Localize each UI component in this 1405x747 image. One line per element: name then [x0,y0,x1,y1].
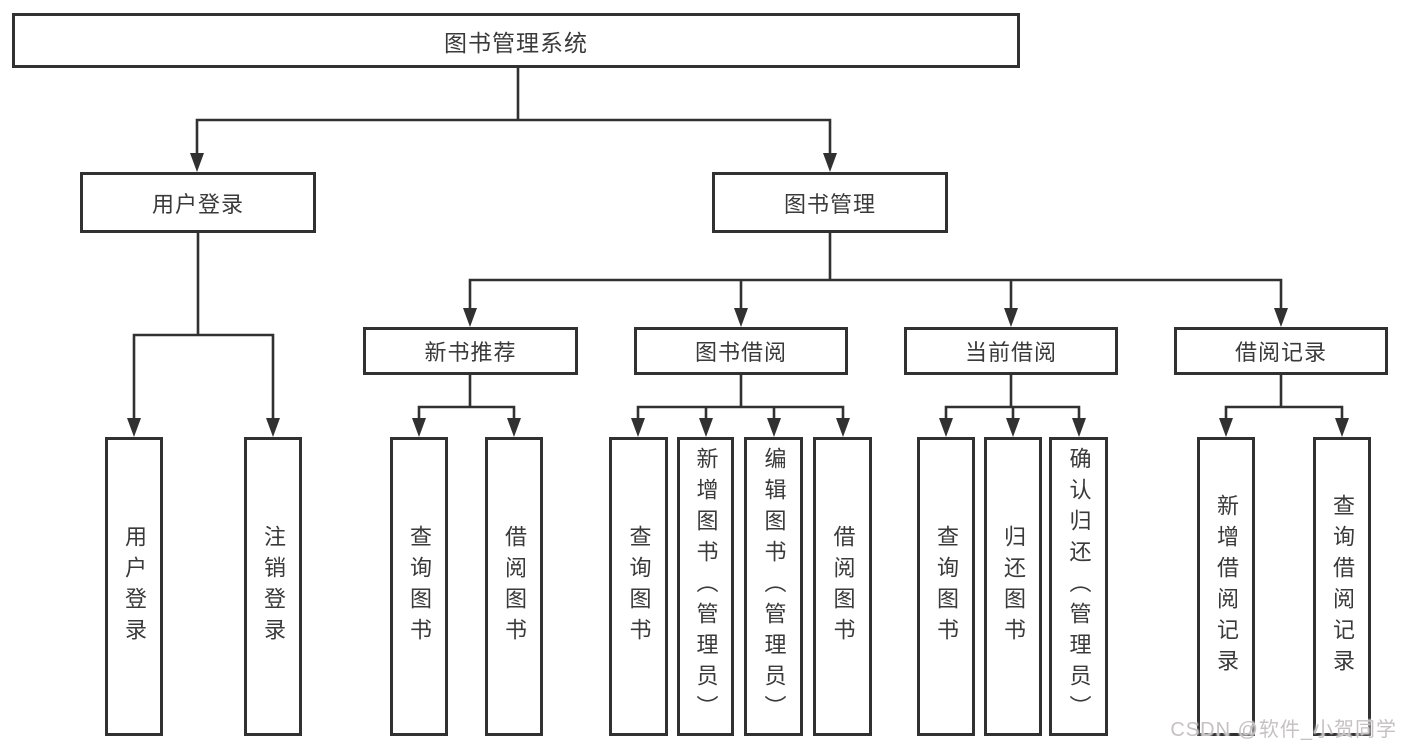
leaf-borrow-books-1: 借阅图书 [485,437,543,736]
leaf-add-books-admin: 新增图书（管理员） [677,437,734,736]
node-user-login: 用户登录 [80,172,316,233]
csdn-watermark: CSDN @软件_小贺同学 [1170,719,1397,741]
node-root: 图书管理系统 [12,13,1020,68]
node-book-management: 图书管理 [712,172,948,233]
leaf-user-login: 用户登录 [105,437,163,736]
leaf-logout: 注销登录 [244,437,302,736]
node-current-borrowing: 当前借阅 [904,327,1118,375]
leaf-query-books-2: 查询图书 [609,437,668,736]
leaf-query-borrow-record: 查询借阅记录 [1313,437,1371,736]
leaf-return-books: 归还图书 [984,437,1042,736]
leaf-confirm-return-admin: 确认归还（管理员） [1049,437,1108,736]
node-borrowing-records: 借阅记录 [1174,327,1388,375]
leaf-query-books-3: 查询图书 [917,437,975,736]
leaf-borrow-books-2: 借阅图书 [813,437,872,736]
node-new-book-recommend: 新书推荐 [363,327,578,375]
leaf-edit-books-admin: 编辑图书（管理员） [744,437,803,736]
node-book-borrowing: 图书借阅 [634,327,848,375]
leaf-add-borrow-record: 新增借阅记录 [1197,437,1255,736]
leaf-query-books-1: 查询图书 [390,437,448,736]
